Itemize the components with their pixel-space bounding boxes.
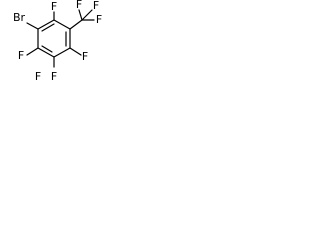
atom-f-left-lower: F [35,70,41,83]
bond-f-right-lower [69,47,82,56]
bond-ring-c2-c3 [53,19,71,30]
atom-f-bottom: F [51,70,57,83]
atom-cf3-f-right: F [96,13,102,26]
bond-br [26,22,39,30]
bond-ring-c5-c6 [37,47,55,58]
atom-bromine: Br [13,11,26,24]
atom-cf3-f-top: F [76,0,82,11]
atom-cf3-f-upper-right: F [93,0,99,12]
double-bond-inner-3 [41,45,53,53]
bond-f-left-lower [26,47,39,56]
atom-f-right-lower: F [82,50,88,63]
bond-cf3 [69,19,83,30]
atom-f-top: F [51,0,57,13]
molecule-structure: Br F F F F F F F F [13,0,102,83]
double-bond-inner-1 [41,23,55,32]
atom-f-left-upper: F [18,49,24,62]
bond-ring-c4-c5 [53,47,71,58]
bond-cf3-f-upper-right [81,9,93,21]
bond-ring-c1-c2 [37,19,55,30]
benzene-ring [37,19,71,58]
bond-cf3-f-top [78,9,83,21]
